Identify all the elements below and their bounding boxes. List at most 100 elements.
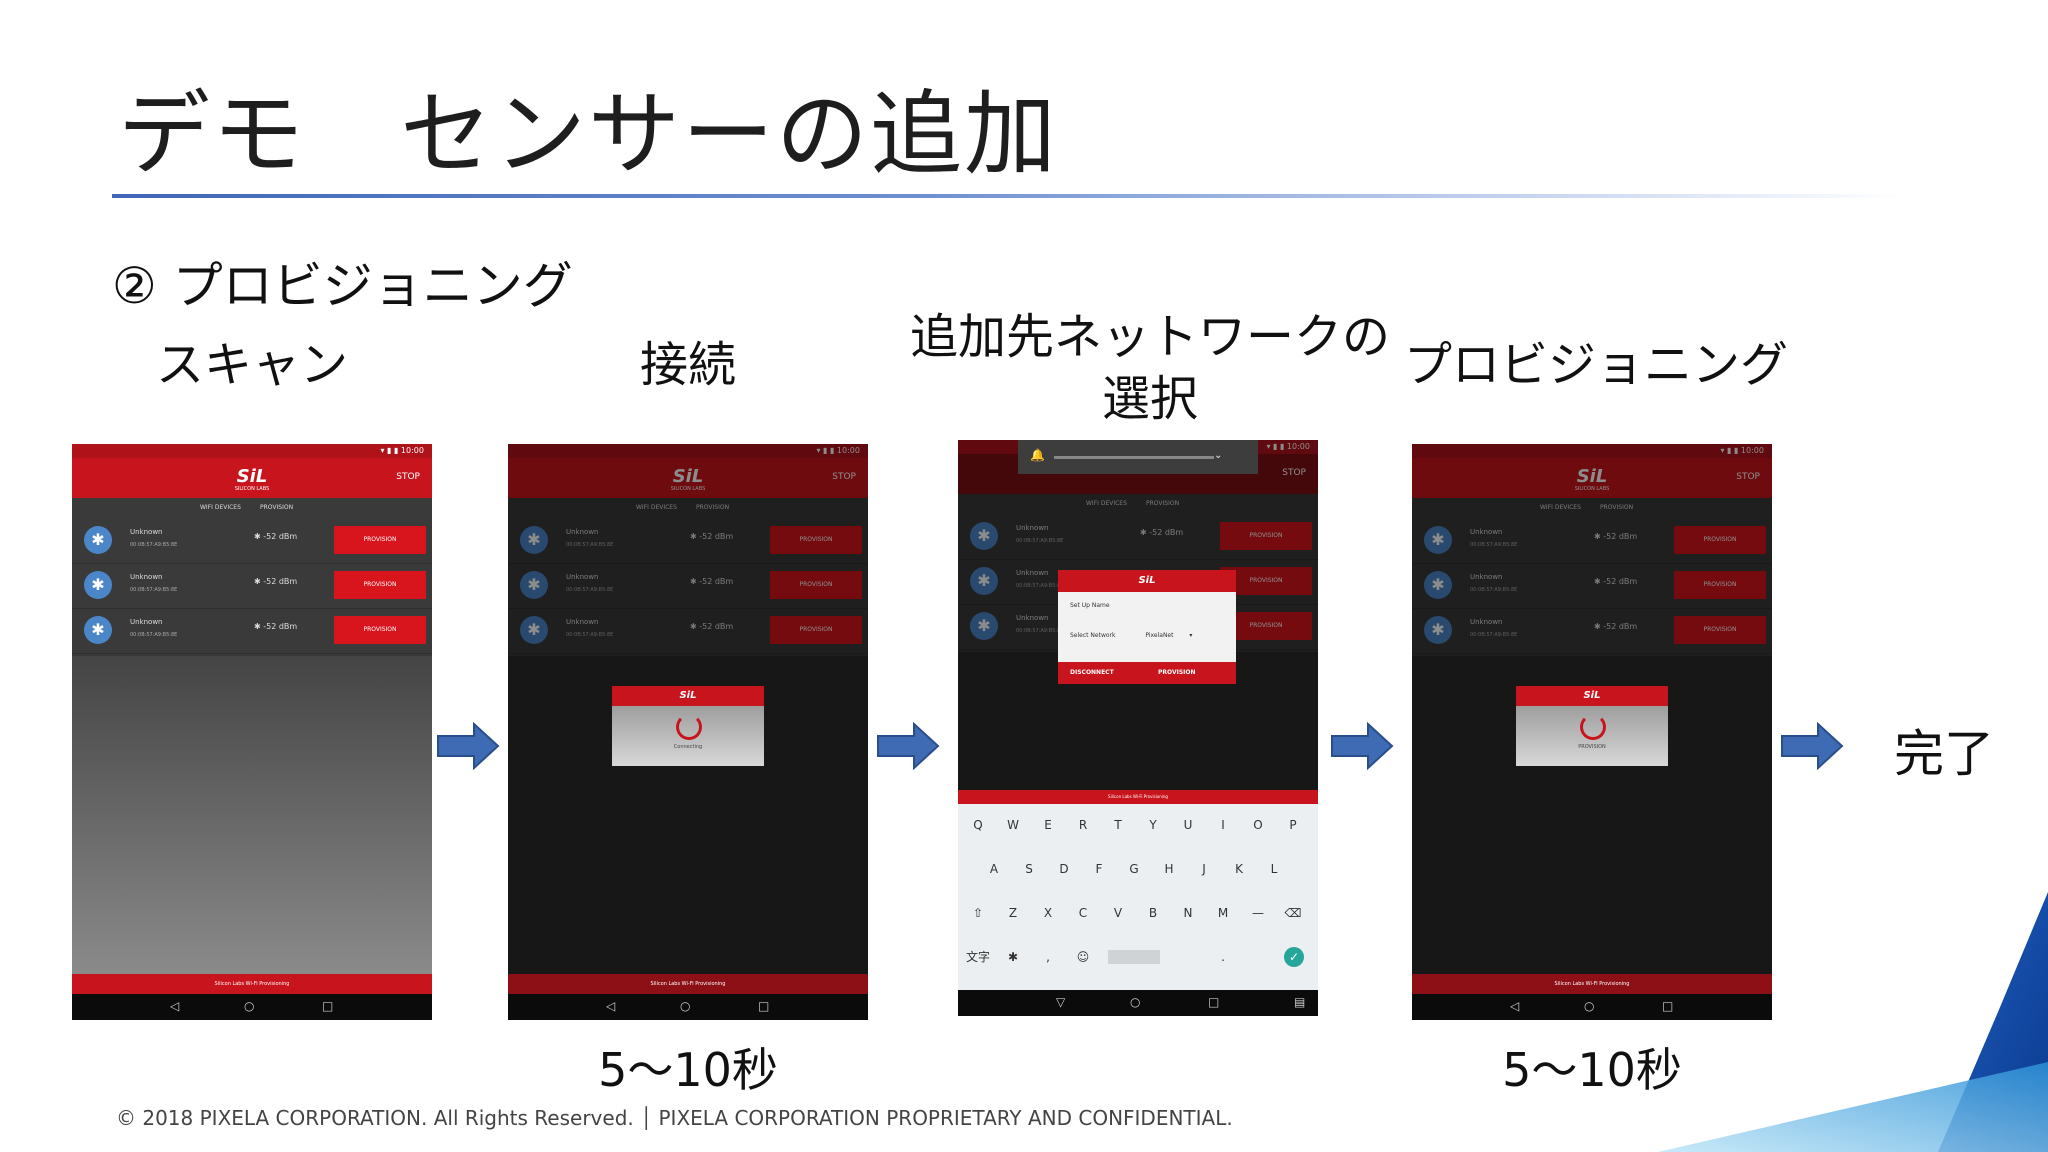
key[interactable]: W — [1007, 818, 1019, 832]
list-item[interactable]: ✱ Unknown 00:0B:57:A9:B5:8E ✱ -52 dBm PR… — [508, 518, 868, 564]
key[interactable]: ✱ — [1007, 950, 1019, 964]
list-item[interactable]: ✱ Unknown 00:0B:57:A9:B5:8E ✱ -52 dBm PR… — [508, 608, 868, 654]
bluetooth-icon: ✱ — [84, 616, 112, 644]
provision-button[interactable]: PROVISION — [770, 571, 862, 599]
provision-button[interactable]: PROVISION — [770, 526, 862, 554]
key[interactable]: M — [1217, 906, 1229, 920]
key[interactable]: O — [1253, 818, 1263, 832]
provision-button[interactable]: PROVISION — [334, 616, 426, 644]
key[interactable]: . — [1221, 950, 1225, 964]
list-item[interactable]: ✱ Unknown 00:0B:57:A9:B5:8E ✱ -52 dBm PR… — [508, 563, 868, 609]
dialog-text: Connecting — [673, 744, 703, 750]
tab-devices[interactable]: WIFI DEVICES — [200, 504, 241, 511]
key[interactable]: V — [1113, 906, 1123, 920]
key[interactable]: P — [1289, 818, 1297, 832]
bell-icon: 🔔 — [1030, 448, 1045, 462]
back-icon[interactable]: ◁ — [606, 999, 616, 1013]
provision-button[interactable]: PROVISION — [1674, 571, 1766, 599]
key[interactable]: F — [1095, 862, 1103, 876]
mode-key[interactable]: 文字 — [965, 950, 990, 964]
stop-button[interactable]: STOP — [1282, 468, 1306, 478]
device-name: Unknown — [566, 573, 599, 581]
key[interactable]: H — [1164, 862, 1174, 876]
dialog-actions: DISCONNECT PROVISION — [1058, 662, 1236, 684]
key[interactable]: K — [1235, 862, 1243, 876]
emoji-icon[interactable]: ☺ — [1076, 950, 1090, 964]
key[interactable]: A — [989, 862, 999, 876]
key[interactable]: X — [1043, 906, 1053, 920]
recents-icon[interactable]: □ — [1208, 995, 1220, 1009]
silabs-logo-icon: SiL — [1576, 466, 1608, 487]
provision-button[interactable]: PROVISION — [334, 526, 426, 554]
recents-icon[interactable]: □ — [322, 999, 334, 1013]
back-icon[interactable]: ▽ — [1056, 995, 1066, 1009]
back-icon[interactable]: ◁ — [170, 999, 180, 1013]
provision-dialog-button[interactable]: PROVISION — [1158, 669, 1196, 676]
key[interactable]: — — [1252, 906, 1264, 920]
list-item[interactable]: ✱ Unknown 00:0B:57:A9:B5:8E ✱ -52 dBm PR… — [1412, 608, 1772, 654]
device-address: 00:0B:57:A9:B5:8E — [1016, 538, 1064, 544]
key[interactable]: , — [1046, 950, 1050, 964]
key[interactable]: Z — [1008, 906, 1018, 920]
key[interactable]: Y — [1149, 818, 1157, 832]
nav-bar: ◁ ○ □ — [72, 994, 432, 1020]
recents-icon[interactable]: □ — [1662, 999, 1674, 1013]
key[interactable]: N — [1183, 906, 1193, 920]
list-item[interactable]: ✱ Unknown 00:0B:57:A9:B5:8E ✱ -52 dBm PR… — [72, 563, 432, 609]
key[interactable]: I — [1221, 818, 1225, 832]
phone-screen-provision: ▾ ▮ ▮ 10:00 SiL SILICON LABS STOP WIFI D… — [1412, 444, 1772, 1020]
stop-button[interactable]: STOP — [396, 472, 420, 482]
provision-button[interactable]: PROVISION — [1674, 616, 1766, 644]
keyboard-suggest-strip: Silicon Labs Wi-Fi Provisioning — [958, 790, 1318, 804]
backspace-icon[interactable]: ⌫ — [1284, 906, 1302, 920]
arrow-right-icon — [877, 722, 940, 770]
tab-devices[interactable]: WIFI DEVICES — [1086, 500, 1127, 507]
home-icon[interactable]: ○ — [1584, 999, 1595, 1013]
device-address: 00:0B:57:A9:B5:8E — [566, 587, 614, 593]
provision-button[interactable]: PROVISION — [1220, 522, 1312, 550]
keyboard-switch-icon[interactable]: ▤ — [1294, 995, 1306, 1009]
shift-key-icon[interactable]: ⇧ — [972, 906, 984, 920]
tab-provision[interactable]: PROVISION — [696, 504, 730, 511]
list-item[interactable]: ✱ Unknown 00:0B:57:A9:B5:8E ✱ -52 dBm PR… — [72, 608, 432, 654]
disconnect-button[interactable]: DISCONNECT — [1070, 669, 1114, 676]
back-icon[interactable]: ◁ — [1510, 999, 1520, 1013]
key[interactable]: L — [1270, 862, 1278, 876]
key[interactable]: Q — [973, 818, 983, 832]
key[interactable]: S — [1025, 862, 1033, 876]
list-item[interactable]: ✱ Unknown 00:0B:57:A9:B5:8E ✱ -52 dBm PR… — [72, 518, 432, 564]
home-icon[interactable]: ○ — [680, 999, 691, 1013]
key[interactable]: J — [1202, 862, 1206, 876]
key[interactable]: E — [1044, 818, 1052, 832]
provision-button[interactable]: PROVISION — [770, 616, 862, 644]
key[interactable]: B — [1148, 906, 1158, 920]
list-item[interactable]: ✱ Unknown 00:0B:57:A9:B5:8E ✱ -52 dBm PR… — [1412, 518, 1772, 564]
home-icon[interactable]: ○ — [244, 999, 255, 1013]
device-address: 00:0B:57:A9:B5:8E — [566, 632, 614, 638]
key[interactable]: D — [1059, 862, 1069, 876]
home-icon[interactable]: ○ — [1130, 995, 1141, 1009]
tab-provision[interactable]: PROVISION — [1146, 500, 1180, 507]
list-item[interactable]: ✱ Unknown 00:0B:57:A9:B5:8E ✱ -52 dBm PR… — [958, 514, 1318, 560]
key[interactable]: U — [1183, 818, 1193, 832]
tab-devices[interactable]: WIFI DEVICES — [636, 504, 677, 511]
provision-button[interactable]: PROVISION — [1674, 526, 1766, 554]
stop-button[interactable]: STOP — [1736, 472, 1760, 482]
tab-provision[interactable]: PROVISION — [1600, 504, 1634, 511]
key[interactable]: C — [1078, 906, 1088, 920]
chevron-down-icon[interactable]: ⌄ — [1214, 450, 1223, 461]
provision-button[interactable]: PROVISION — [334, 571, 426, 599]
key[interactable]: T — [1114, 818, 1122, 832]
stop-button[interactable]: STOP — [832, 472, 856, 482]
list-item[interactable]: ✱ Unknown 00:0B:57:A9:B5:8E ✱ -52 dBm PR… — [1412, 563, 1772, 609]
tab-provision[interactable]: PROVISION — [260, 504, 294, 511]
volume-slider[interactable] — [1054, 456, 1214, 459]
space-key[interactable] — [1108, 950, 1160, 964]
recents-icon[interactable]: □ — [758, 999, 770, 1013]
network-select[interactable]: Select Network PixelaNet ▾ — [1070, 632, 1192, 639]
tab-devices[interactable]: WIFI DEVICES — [1540, 504, 1581, 511]
bluetooth-icon: ✱ — [1424, 616, 1452, 644]
enter-key-icon[interactable]: ✓ — [1284, 947, 1304, 967]
key[interactable]: G — [1129, 862, 1139, 876]
key[interactable]: R — [1078, 818, 1088, 832]
